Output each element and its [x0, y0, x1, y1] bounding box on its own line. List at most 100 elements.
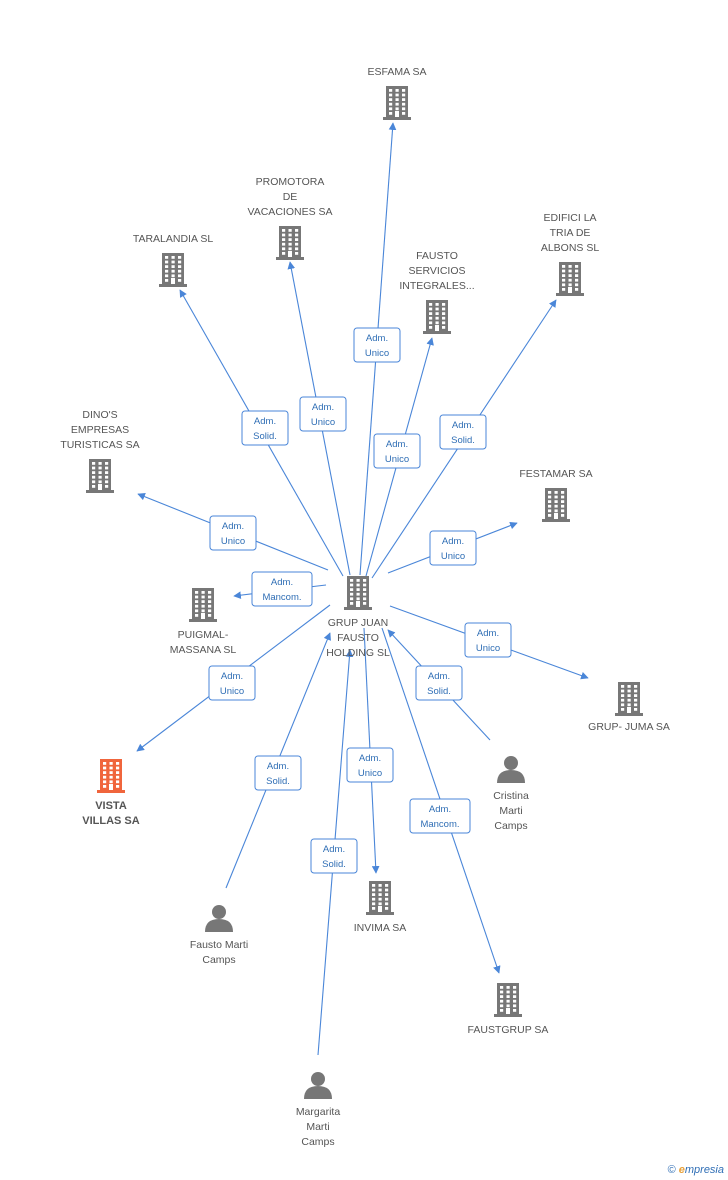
- edge-label-festamar[interactable]: Adm.Unico: [429, 530, 477, 566]
- node-label: VILLAS SA: [82, 815, 140, 827]
- edge-label-text: Solid.: [253, 431, 277, 442]
- edge-label-grupjuma[interactable]: Adm.Unico: [464, 622, 512, 658]
- node-label: FESTAMAR SA: [519, 468, 592, 480]
- edge-label-box: [439, 414, 487, 450]
- node-fausto_servicios[interactable]: FAUSTOSERVICIOSINTEGRALES...: [399, 250, 475, 334]
- edge-label-text: Adm.: [323, 844, 345, 855]
- node-label: GRUP JUAN: [328, 617, 388, 629]
- node-label: Camps: [202, 954, 235, 966]
- node-label: VISTA: [95, 800, 127, 812]
- person-icon: [497, 756, 525, 783]
- node-label: PUIGMAL-: [178, 629, 229, 641]
- edge-label-vista[interactable]: Adm.Unico: [208, 665, 256, 701]
- edge-label-text: Unico: [358, 768, 382, 779]
- edge-labels-layer: Adm.UnicoAdm.UnicoAdm.Solid.Adm.UnicoAdm…: [208, 327, 512, 874]
- node-esfama[interactable]: ESFAMA SA: [368, 66, 427, 120]
- node-label: TURISTICAS SA: [60, 439, 139, 451]
- edge-label-esfama[interactable]: Adm.Unico: [353, 327, 401, 363]
- node-invima[interactable]: INVIMA SA: [354, 881, 407, 934]
- edge-label-box: [208, 665, 256, 701]
- node-puigmal[interactable]: PUIGMAL-MASSANA SL: [170, 588, 237, 656]
- building-icon: [423, 300, 451, 334]
- edge-label-box: [209, 515, 257, 551]
- building-icon: [159, 253, 187, 287]
- edge-label-box: [415, 665, 463, 701]
- edge-label-invima[interactable]: Adm. Unico: [346, 747, 394, 783]
- edge-label-text: Adm.: [386, 439, 408, 450]
- node-label: GRUP- JUMA SA: [588, 721, 670, 733]
- edge-label-box: [254, 755, 302, 791]
- node-label: Marti: [499, 805, 522, 817]
- node-label: INVIMA SA: [354, 922, 407, 934]
- building-icon: [97, 759, 125, 793]
- brand-logo-letter: e: [678, 1164, 685, 1176]
- edge-label-text: Solid.: [451, 435, 475, 446]
- node-taralandia[interactable]: TARALANDIA SL: [133, 233, 213, 287]
- building-icon: [494, 983, 522, 1017]
- edge-label-fausto_marti[interactable]: Adm.Solid.: [254, 755, 302, 791]
- node-festamar[interactable]: FESTAMAR SA: [519, 468, 593, 522]
- edge-label-text: Solid.: [322, 859, 346, 870]
- node-label: FAUSTGRUP SA: [468, 1024, 549, 1036]
- edge-label-box: [251, 571, 313, 607]
- node-label: HOLDING SL: [326, 647, 390, 659]
- edge-label-box: [353, 327, 401, 363]
- edge-label-cristina[interactable]: Adm. Solid.: [415, 665, 463, 701]
- edge-label-text: Adm.: [359, 753, 381, 764]
- edge-label-text: Unico: [221, 536, 245, 547]
- building-icon: [276, 226, 304, 260]
- edge-label-margarita[interactable]: Adm. Solid.: [310, 838, 358, 874]
- node-label: INTEGRALES...: [399, 280, 474, 292]
- edge-label-box: [310, 838, 358, 874]
- edge-label-box: [429, 530, 477, 566]
- edge-label-taralandia[interactable]: Adm.Solid.: [241, 410, 289, 446]
- edge-label-text: Adm.: [221, 671, 243, 682]
- edge-label-box: [464, 622, 512, 658]
- edge-label-text: Mancom.: [262, 592, 301, 603]
- copyright-symbol: ©: [667, 1164, 676, 1176]
- edge-label-text: Unico: [385, 454, 409, 465]
- person-icon: [205, 905, 233, 932]
- building-icon: [344, 576, 372, 610]
- node-label: ESFAMA SA: [368, 66, 427, 78]
- edge-label-text: Solid.: [266, 776, 290, 787]
- node-grupjuma[interactable]: GRUP- JUMA SA: [588, 682, 670, 733]
- edge-label-promotora[interactable]: Adm.Unico: [299, 396, 347, 432]
- edge-label-text: Solid.: [427, 686, 451, 697]
- node-label: TRIA DE: [550, 227, 591, 239]
- node-label: DE: [283, 191, 298, 203]
- edge-label-fausto_servicios[interactable]: Adm. Unico: [373, 433, 421, 469]
- edge-label-text: Mancom.: [420, 819, 459, 830]
- edge-label-text: Unico: [311, 417, 335, 428]
- node-center[interactable]: GRUP JUAN FAUSTO HOLDING SL: [326, 576, 390, 659]
- node-label: TARALANDIA SL: [133, 233, 213, 245]
- node-label: FAUSTO: [337, 632, 379, 644]
- edge-label-dinos[interactable]: Adm. Unico: [209, 515, 257, 551]
- node-label: VACACIONES SA: [248, 206, 333, 218]
- node-label: FAUSTO: [416, 250, 458, 262]
- edge-label-text: Adm.: [428, 671, 450, 682]
- building-icon: [615, 682, 643, 716]
- node-faustgrup[interactable]: FAUSTGRUP SA: [468, 983, 549, 1036]
- edge-label-text: Adm.: [442, 536, 464, 547]
- edge-label-edifici[interactable]: Adm.Solid.: [439, 414, 487, 450]
- edge-label-text: Adm.: [429, 804, 451, 815]
- edge-label-faustgrup[interactable]: Adm. Mancom.: [409, 798, 471, 834]
- node-vista[interactable]: VISTA VILLAS SA: [82, 759, 140, 827]
- edge-label-text: Adm.: [222, 521, 244, 532]
- footer-brand[interactable]: © empresia: [668, 1164, 724, 1176]
- edge-label-puigmal[interactable]: Adm.Mancom.: [251, 571, 313, 607]
- building-icon: [86, 459, 114, 493]
- node-label: DINO'S: [82, 409, 117, 421]
- edge-label-text: Adm.: [477, 628, 499, 639]
- node-label: Fausto Marti: [190, 939, 248, 951]
- edge-label-box: [373, 433, 421, 469]
